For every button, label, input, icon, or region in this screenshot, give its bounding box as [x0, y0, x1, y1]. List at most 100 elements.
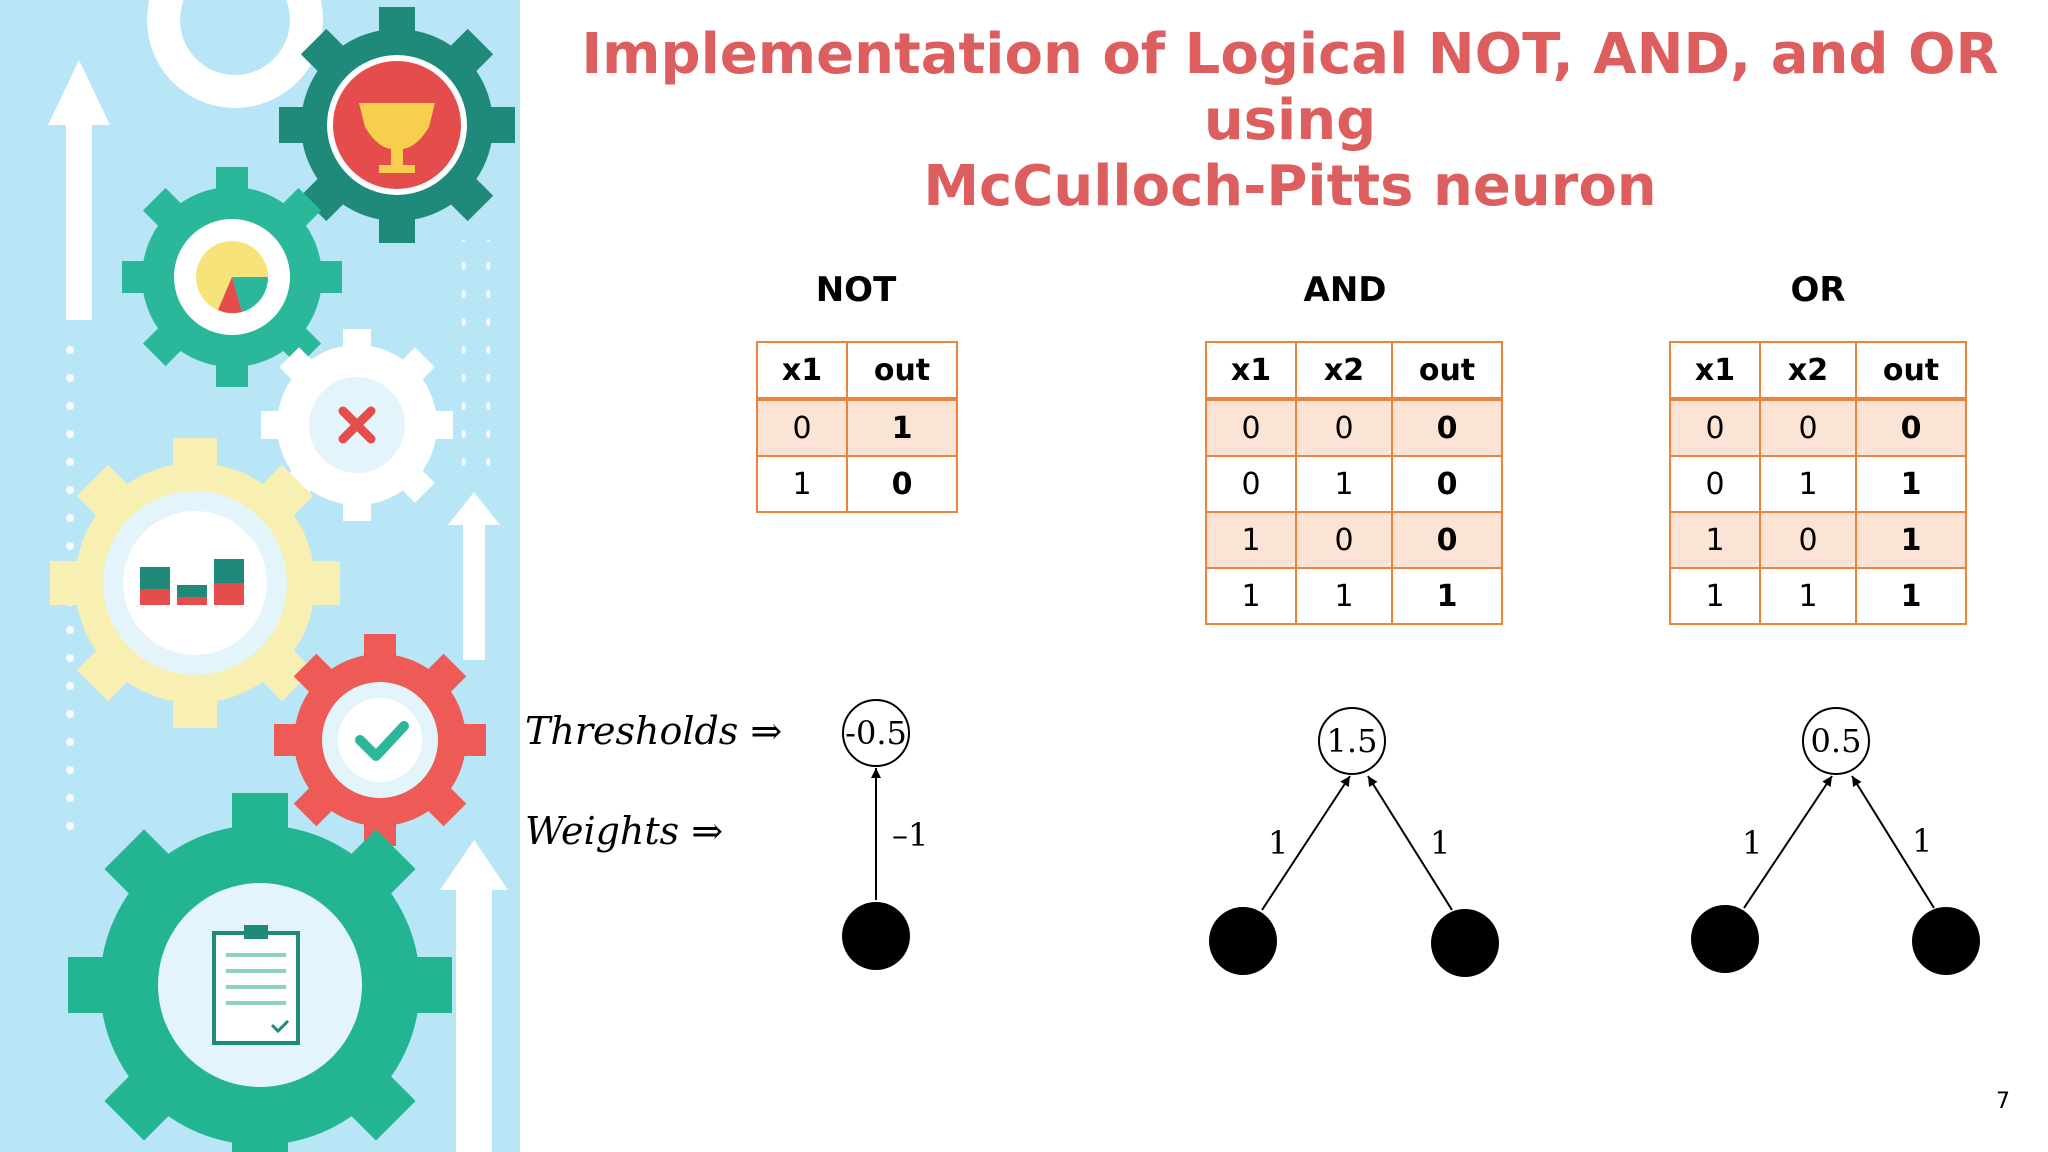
table-cell: 1 — [1295, 567, 1393, 625]
table-cell: 0 — [846, 455, 958, 513]
table-cell: 0 — [1669, 455, 1761, 513]
table-row: 0 1 — [756, 398, 958, 457]
not-network: -0.5 –1 — [842, 699, 928, 970]
slide-title-line-2: McCulloch-Pitts neuron — [923, 154, 1657, 219]
table-cell: 1 — [1205, 567, 1297, 625]
table-cell: 1 — [1669, 511, 1761, 569]
input-node — [1209, 907, 1277, 975]
clipboard-gear — [68, 793, 452, 1152]
weights-label: Weights ⇒ — [525, 809, 723, 853]
column-header: out — [1391, 341, 1503, 401]
table-cell: 0 — [1669, 398, 1761, 457]
table-cell: 1 — [1759, 455, 1857, 513]
checkmark-gear — [274, 634, 486, 846]
weight-label: 1 — [1912, 822, 1932, 860]
threshold-value: 1.5 — [1327, 722, 1378, 760]
table-cell: 1 — [1669, 567, 1761, 625]
table-cell: 0 — [1205, 455, 1297, 513]
pie-chart-gear — [122, 167, 342, 387]
table-row: 0 1 1 — [1669, 455, 1967, 513]
input-node — [1431, 909, 1499, 977]
table-cell: 1 — [1759, 567, 1857, 625]
table-cell: 0 — [1759, 511, 1857, 569]
weight-label: 1 — [1268, 824, 1288, 862]
close-icon — [338, 406, 376, 444]
not-truth-table: x1 out 0 1 1 0 — [756, 341, 958, 513]
table-cell: 1 — [756, 455, 848, 513]
not-table-title: NOT — [815, 270, 897, 310]
thresholds-label: Thresholds ⇒ — [525, 709, 782, 753]
table-header-row: x1 x2 out — [1205, 341, 1503, 401]
and-truth-table: x1 x2 out 0 0 0 0 1 0 1 0 0 1 1 1 — [1205, 341, 1503, 625]
table-header-row: x1 out — [756, 341, 958, 401]
input-node — [1691, 905, 1759, 973]
weight-label: 1 — [1742, 824, 1762, 862]
and-table-title: AND — [1303, 270, 1387, 310]
bar-chart-gear — [50, 438, 340, 728]
up-arrow-icon — [440, 840, 508, 1152]
weight-edge — [1743, 775, 1833, 909]
table-cell: 0 — [1759, 398, 1857, 457]
weight-edge — [1367, 775, 1453, 911]
table-cell: 1 — [1205, 511, 1297, 569]
trophy-gear — [279, 7, 515, 243]
table-cell: 0 — [1205, 398, 1297, 457]
and-network: 1.5 1 1 — [1209, 707, 1499, 977]
pie-chart-icon — [196, 241, 269, 314]
trophy-icon — [359, 103, 435, 173]
slide-title-line-1: Implementation of Logical NOT, AND, and … — [581, 22, 1999, 153]
table-row: 0 0 0 — [1669, 398, 1967, 457]
threshold-node — [1802, 707, 1870, 775]
table-row: 1 1 1 — [1669, 567, 1967, 625]
threshold-value: 0.5 — [1811, 722, 1862, 760]
table-row: 0 1 0 — [1205, 455, 1503, 513]
or-truth-table: x1 x2 out 0 0 0 0 1 1 1 0 1 1 1 1 — [1669, 341, 1967, 625]
column-header: x1 — [756, 341, 848, 401]
table-header-row: x1 x2 out — [1669, 341, 1967, 401]
page-number: 7 — [1996, 1089, 2010, 1114]
or-table-title: OR — [1790, 270, 1846, 310]
up-arrow-icon — [448, 492, 500, 660]
input-node — [1912, 907, 1980, 975]
table-cell: 1 — [1391, 567, 1503, 625]
table-cell: 0 — [1295, 511, 1393, 569]
or-network: 0.5 1 1 — [1691, 707, 1980, 975]
table-cell: 0 — [1391, 398, 1503, 457]
threshold-value: -0.5 — [845, 714, 907, 752]
table-cell: 0 — [1391, 455, 1503, 513]
weight-edge — [1261, 775, 1351, 911]
bar-chart-icon — [140, 559, 244, 605]
table-cell: 1 — [1295, 455, 1393, 513]
weight-label: 1 — [1430, 824, 1450, 862]
weight-label: –1 — [892, 816, 928, 854]
checkmark-icon — [355, 721, 409, 761]
table-cell: 1 — [846, 398, 958, 457]
threshold-node — [842, 699, 910, 767]
decorative-gear-panel — [0, 0, 520, 1152]
column-header: x2 — [1759, 341, 1857, 401]
table-cell: 1 — [1855, 567, 1967, 625]
table-cell: 0 — [756, 398, 848, 457]
clipboard-icon — [212, 925, 300, 1045]
up-arrow-icon — [48, 60, 110, 320]
table-cell: 0 — [1295, 398, 1393, 457]
input-node — [842, 902, 910, 970]
gear-icon — [147, 0, 323, 108]
slide-title: Implementation of Logical NOT, AND, and … — [560, 22, 2020, 220]
table-row: 1 0 1 — [1669, 511, 1967, 569]
column-header: x1 — [1669, 341, 1761, 401]
column-header: out — [846, 341, 958, 401]
column-header: x2 — [1295, 341, 1393, 401]
table-cell: 1 — [1855, 455, 1967, 513]
table-row: 1 1 1 — [1205, 567, 1503, 625]
threshold-node — [1318, 707, 1386, 775]
table-row: 1 0 — [756, 455, 958, 513]
weight-edge — [1851, 775, 1935, 909]
column-header: out — [1855, 341, 1967, 401]
table-cell: 1 — [1855, 511, 1967, 569]
table-row: 0 0 0 — [1205, 398, 1503, 457]
table-cell: 0 — [1855, 398, 1967, 457]
column-header: x1 — [1205, 341, 1297, 401]
table-row: 1 0 0 — [1205, 511, 1503, 569]
